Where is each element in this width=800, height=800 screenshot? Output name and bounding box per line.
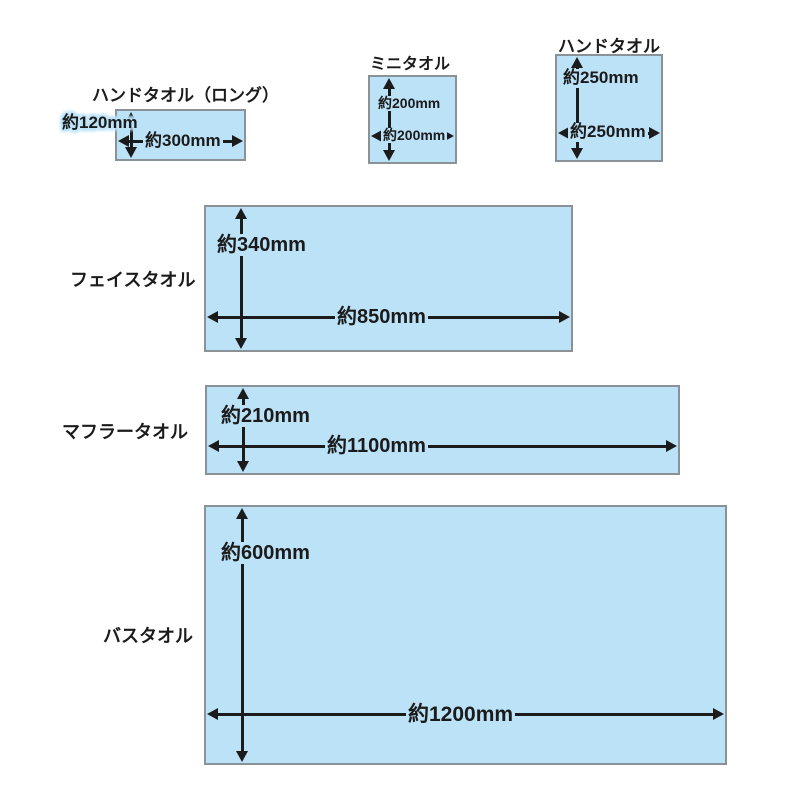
width-dimension-label: 約300mm [143, 131, 223, 151]
arrow-left-head [208, 440, 219, 452]
arrow-right-head [666, 440, 677, 452]
arrow-left-head [118, 135, 129, 147]
width-dimension-label: 約1100mm [325, 435, 428, 457]
towel-rectangle [368, 75, 457, 164]
vertical-dimension-arrow-icon [571, 57, 583, 159]
arrow-up-head [383, 78, 395, 89]
arrow-up-head [236, 508, 248, 519]
width-dimension-label: 約250mm [568, 122, 648, 142]
arrow-line [240, 517, 244, 753]
height-dimension-label: 約120mm [62, 113, 138, 132]
arrow-left-head [371, 130, 382, 142]
arrow-left-head [207, 708, 218, 720]
towel-diagram-face-towel: フェイスタオル 約340mm 約850mm [70, 205, 573, 352]
height-dimension-label: 約210mm [219, 405, 312, 427]
towel-name-label: マフラータオル [62, 422, 188, 442]
arrow-right-head [559, 311, 570, 323]
towel-rectangle [205, 385, 680, 475]
arrow-line [575, 66, 579, 150]
arrow-line [129, 121, 133, 149]
arrow-down-head [571, 148, 583, 159]
arrow-line [217, 444, 668, 448]
width-dimension-label: 約200mm [381, 127, 448, 144]
towel-rectangle [204, 205, 573, 352]
width-dimension-label: 約850mm [335, 306, 428, 328]
towel-diagram-bath-towel: バスタオル 約600mm 約1200mm [103, 505, 727, 765]
arrow-left-head [558, 127, 569, 139]
towel-name-label: バスタオル [103, 626, 193, 646]
arrow-down-head [236, 751, 248, 762]
towel-diagram-hand-towel: ハンドタオル 約250mm 約250mm [555, 37, 663, 162]
arrow-down-head [237, 461, 249, 472]
arrow-up-head [237, 388, 249, 399]
arrow-line [387, 87, 391, 152]
towel-name-label: ハンドタオル（ロング） [92, 86, 279, 105]
arrow-right-head [713, 708, 724, 720]
towel-diagram-muffler-towel: マフラータオル 約210mm 約1100mm [62, 385, 680, 475]
width-dimension-label: 約1200mm [406, 703, 516, 727]
vertical-dimension-arrow-icon [383, 78, 395, 161]
arrow-right-head [649, 127, 660, 139]
height-dimension-label: 約600mm [219, 542, 312, 564]
vertical-dimension-arrow-icon [125, 112, 137, 158]
arrow-line [239, 217, 243, 340]
arrow-right-head [232, 135, 243, 147]
arrow-down-head [125, 147, 137, 158]
arrow-down-head [235, 338, 247, 349]
towel-name-label: ハンドタオル [558, 37, 660, 56]
horizontal-dimension-arrow-icon [208, 440, 677, 452]
vertical-dimension-arrow-icon [237, 388, 249, 472]
arrow-line [241, 397, 245, 463]
towel-diagram-hand-towel-long: ハンドタオル（ロング） 約120mm 約300mm [62, 86, 279, 161]
height-dimension-label: 約200mm [376, 95, 443, 112]
arrow-left-head [207, 311, 218, 323]
arrow-up-head [125, 112, 137, 123]
arrow-right-head [443, 130, 454, 142]
towel-name-label: ミニタオル [370, 56, 451, 73]
arrow-up-head [235, 208, 247, 219]
arrow-up-head [571, 57, 583, 68]
vertical-dimension-arrow-icon [236, 508, 248, 762]
height-dimension-label: 約250mm [561, 68, 641, 88]
height-dimension-label: 約340mm [215, 234, 308, 256]
towel-name-label: フェイスタオル [70, 270, 196, 290]
towel-diagram-mini-towel: ミニタオル 約200mm 約200mm [368, 56, 457, 164]
vertical-dimension-arrow-icon [235, 208, 247, 349]
arrow-down-head [383, 150, 395, 161]
